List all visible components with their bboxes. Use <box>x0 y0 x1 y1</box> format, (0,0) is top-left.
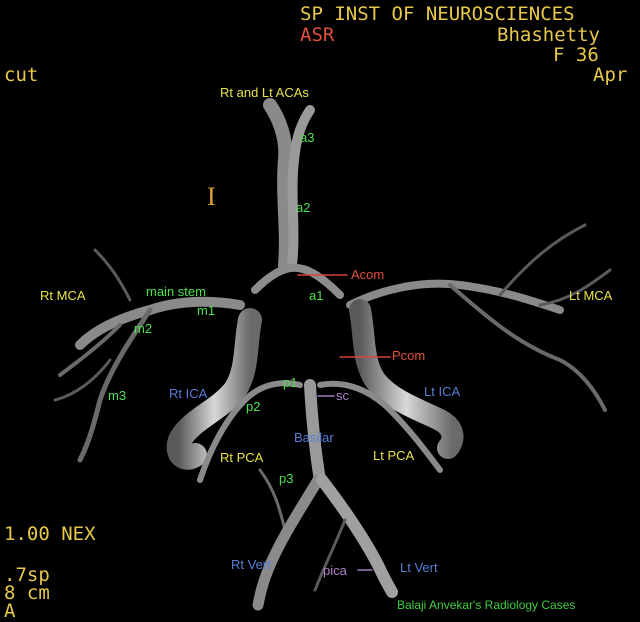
label-rt-ica: Rt ICA <box>169 386 208 401</box>
label-lt-vert: Lt Vert <box>400 560 438 575</box>
rt-vert-vessel <box>252 474 324 611</box>
label-pcom: Pcom <box>392 348 426 363</box>
left-header-text: cut <box>4 64 39 86</box>
a1-vessel <box>251 263 344 299</box>
pca-branch <box>258 468 287 532</box>
rt-ica-vessel <box>166 308 262 470</box>
label-rt-mca: Rt MCA <box>40 288 86 303</box>
pica-vessel <box>313 518 347 592</box>
institution-name: SP INST OF NEUROSCIENCES <box>300 3 575 25</box>
lt-mca-vessel <box>346 279 564 314</box>
label-lt-mca: Lt MCA <box>569 288 613 303</box>
aca-vessel <box>263 98 293 272</box>
label-main-stem: main stem <box>146 284 206 299</box>
label-lt-ica: Lt ICA <box>424 384 461 399</box>
rt-pca-vessel <box>197 380 303 483</box>
study-date: Apr <box>593 64 628 86</box>
label-p2: p2 <box>246 399 261 414</box>
label-a3: a3 <box>300 130 315 145</box>
orientation-value: A <box>4 600 16 622</box>
label-acas: Rt and Lt ACAs <box>220 85 309 100</box>
patient-name: Bhashetty <box>497 24 600 46</box>
basilar-vessel <box>304 379 326 486</box>
lt-ica-vessel <box>349 299 464 459</box>
lt-pca-vessel <box>317 380 443 473</box>
label-pica: pica <box>323 563 347 578</box>
rt-mca-branch-1 <box>77 307 153 463</box>
rt-mca-branch-2 <box>58 323 122 377</box>
label-m3: m3 <box>108 388 127 403</box>
aca-vessel-2 <box>287 105 315 270</box>
label-rt-vert: Rt Vert <box>231 557 271 572</box>
label-m2: m2 <box>134 321 153 336</box>
nex-value: 1.00 NEX <box>4 523 96 545</box>
label-sc: sc <box>336 388 349 403</box>
patient-code: ASR <box>300 24 335 46</box>
lt-vert-vessel <box>316 474 398 598</box>
spacing-value: .7sp <box>4 564 50 586</box>
label-a1: a1 <box>309 288 324 303</box>
label-p3: p3 <box>279 471 294 486</box>
lt-mca-branch-1 <box>448 283 607 412</box>
label-basilar: Basilar <box>294 430 334 445</box>
orientation-marker: I <box>207 182 216 211</box>
rt-mca-branch-4 <box>93 248 132 302</box>
image-credit: Balaji Anvekar's Radiology Cases <box>397 598 576 612</box>
lt-mca-branch-3 <box>538 268 612 307</box>
label-m1: m1 <box>197 303 216 318</box>
patient-sex-age: F 36 <box>553 44 599 66</box>
label-a2: a2 <box>296 200 311 215</box>
label-rt-pca: Rt PCA <box>220 450 264 465</box>
label-acom: Acom <box>351 267 385 282</box>
fov-value: 8 cm <box>4 582 50 604</box>
rt-mca-branch-3 <box>53 358 112 402</box>
label-p1: p1 <box>283 375 298 390</box>
label-lt-pca: Lt PCA <box>373 448 415 463</box>
lt-mca-branch-2 <box>498 223 587 297</box>
